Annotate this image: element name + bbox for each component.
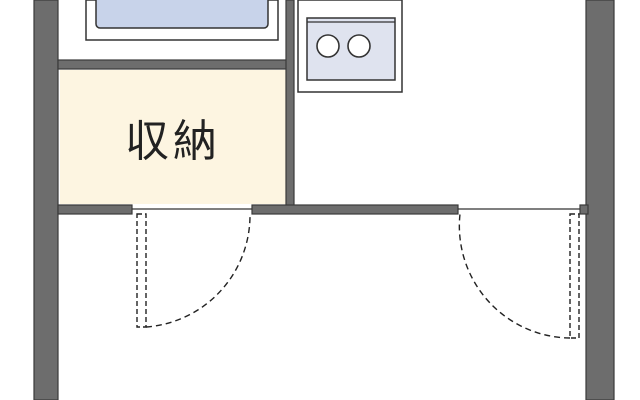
door-left-swing-arc [145,213,251,328]
storage-right-wall [285,0,295,213]
partition-wall-middle [251,204,459,215]
outer-wall-right [585,0,615,400]
sink-basin [95,0,269,29]
partition-wall-left [57,204,133,215]
door-right-leaf [569,213,580,339]
storage-closet [60,70,286,204]
door-left-leaf [136,213,147,328]
door-right-swing-arc [458,213,571,339]
storage-top-wall [57,59,293,70]
burner-left [316,34,340,58]
outer-wall-left [33,0,59,400]
partition-wall-right [579,204,589,215]
burner-right [347,34,371,58]
storage-label: 収納 [125,116,221,167]
